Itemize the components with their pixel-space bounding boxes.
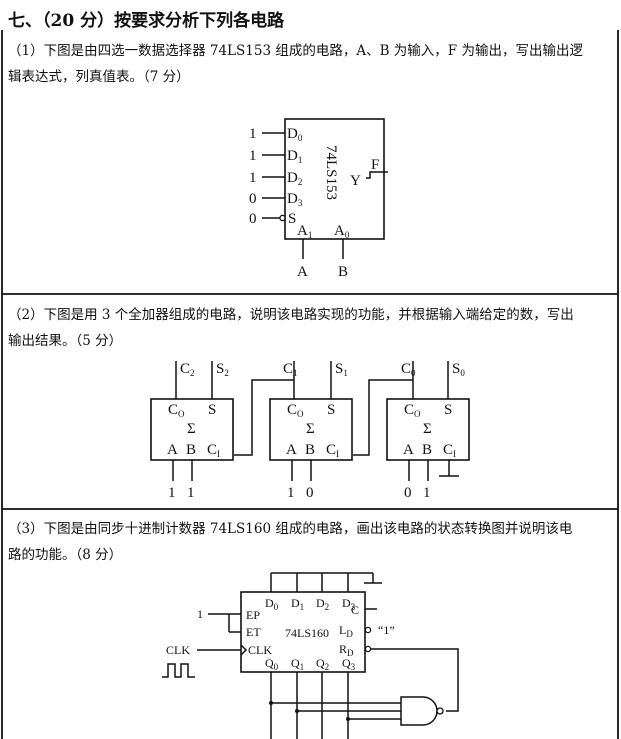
adder-left-in-a: 1 (168, 485, 176, 501)
counter-pin-q1: Q1 (291, 656, 304, 672)
q3-text-line1: （3）下图是由同步十进制计数器 74LS160 组成的电路，画出该电路的状态转换… (8, 521, 573, 537)
counter-ld-value: “1” (378, 623, 395, 637)
carry-wire-right-to-mid (353, 379, 413, 456)
counter-pin-c: C (351, 603, 359, 617)
full-adder-right: CO S Σ A B CI C0 S0 0 1 (386, 361, 470, 501)
mux-pin-a1: A1 (297, 223, 312, 240)
mux-chip-box (284, 118, 385, 240)
counter-pin-clk: CLK (248, 643, 272, 657)
adder-left-c-out: C2 (180, 361, 195, 378)
counter-pin-ep: EP (246, 608, 260, 622)
adder-right-c-out: C0 (401, 361, 416, 378)
adder-right-co: CO (404, 402, 421, 419)
adder-right-a: A (403, 442, 414, 458)
adder-left-co: CO (168, 402, 185, 419)
nand-gate (400, 696, 438, 726)
q2-text-line1: （2）下图是用 3 个全加器组成的电路，说明该电路实现的功能，并根据输入端给定的… (8, 307, 574, 323)
mux-pin-d3: D3 (287, 191, 303, 208)
q3-text-line2: 路的功能。（8 分） (8, 547, 123, 563)
adder-mid-in-a: 1 (287, 485, 295, 501)
carry-wire-mid-to-left (234, 379, 294, 456)
adder-left-b: B (186, 442, 196, 458)
mux-pin-a0: A0 (334, 223, 350, 240)
adder-right-in-b: 1 (423, 485, 431, 501)
counter-pin-q2: Q2 (316, 656, 329, 672)
mux-s-invert-bubble (279, 214, 286, 222)
adder-mid-s-out: S1 (335, 361, 348, 378)
adder-right-in-a: 0 (404, 485, 412, 501)
full-adder-middle: CO S Σ A B CI C1 S1 1 0 (269, 361, 353, 501)
mux-74ls153-diagram: 74LS153 1 1 1 0 0 D0 D1 D2 D3 S Y F A1 A… (249, 118, 388, 280)
section-title: 七、（20 分）按要求分析下列各电路 (8, 11, 285, 31)
adder-mid-co: CO (287, 402, 304, 419)
rd-invert-bubble (364, 645, 372, 653)
mux-chip-label: 74LS153 (323, 145, 339, 200)
adder-mid-c-out: C1 (283, 361, 298, 378)
counter-pin-d0: D0 (265, 596, 279, 612)
adder-right-s-out: S0 (452, 361, 465, 378)
counter-pin-q0: Q0 (265, 656, 279, 672)
counter-pin-d3: D3 (342, 596, 356, 612)
mux-output-wire (366, 171, 388, 179)
mux-d1-input: 1 (249, 148, 257, 164)
counter-pin-rd: RD (339, 642, 354, 658)
q2-text-line2: 输出结果。（5 分） (8, 333, 123, 349)
adder-left-s-out: S2 (216, 361, 229, 378)
mux-input-b: B (338, 264, 348, 280)
adder-left-ci: CI (207, 442, 220, 459)
adder-mid-in-b: 0 (306, 485, 314, 501)
counter-74ls160-diagram: 74LS160 D0 D1 D2 D3 EP ET 1 CLK CLK (162, 572, 459, 739)
counter-chip-label: 74LS160 (285, 626, 329, 640)
ld-invert-bubble (364, 626, 372, 634)
adder-left-in-b: 1 (187, 485, 195, 501)
counter-pin-q3: Q3 (342, 656, 356, 672)
full-adder-diagram: CO S Σ A B CI C2 S2 1 1 CO S Σ (150, 361, 470, 501)
mux-d3-input: 0 (249, 191, 257, 207)
adder-right-ci: CI (443, 442, 456, 459)
mux-output-f: F (371, 157, 379, 173)
nand-invert-bubble (436, 707, 444, 715)
counter-pin-et: ET (246, 625, 261, 639)
clock-edge-symbol (240, 644, 248, 656)
counter-pin-d2: D2 (316, 596, 329, 612)
adder-right-sigma: Σ (423, 421, 432, 437)
counter-clk-label: CLK (166, 643, 190, 657)
mux-pin-d2: D2 (287, 170, 302, 187)
adder-left-s: S (208, 402, 216, 418)
mux-s-input: 0 (249, 211, 257, 227)
counter-pin-ld: LD (339, 623, 353, 639)
mux-input-a: A (297, 264, 308, 280)
adder-right-b: B (422, 442, 432, 458)
counter-ep-input: 1 (197, 607, 203, 621)
adder-left-sigma: Σ (187, 421, 196, 437)
mux-pin-s: S (288, 211, 296, 227)
adder-mid-s: S (327, 402, 335, 418)
mux-d2-input: 1 (249, 170, 257, 186)
reset-feedback-wire (371, 648, 459, 712)
full-adder-left: CO S Σ A B CI C2 S2 1 1 (150, 361, 234, 501)
mux-pin-d0: D0 (287, 126, 303, 143)
mux-pin-d1: D1 (287, 148, 302, 165)
clock-waveform-icon (162, 663, 195, 678)
adder-right-s: S (444, 402, 452, 418)
mux-d0-input: 1 (249, 126, 257, 142)
adder-mid-a: A (286, 442, 297, 458)
mux-pin-y: Y (350, 173, 361, 189)
counter-pin-d1: D1 (291, 596, 304, 612)
adder-mid-ci: CI (326, 442, 339, 459)
adder-mid-b: B (305, 442, 315, 458)
q1-text-line1: （1）下图是由四选一数据选择器 74LS153 组成的电路，A、B 为输入，F … (8, 43, 583, 59)
q1-text-line2: 辑表达式，列真值表。（7 分） (8, 69, 190, 85)
adder-left-a: A (167, 442, 178, 458)
adder-mid-sigma: Σ (306, 421, 315, 437)
